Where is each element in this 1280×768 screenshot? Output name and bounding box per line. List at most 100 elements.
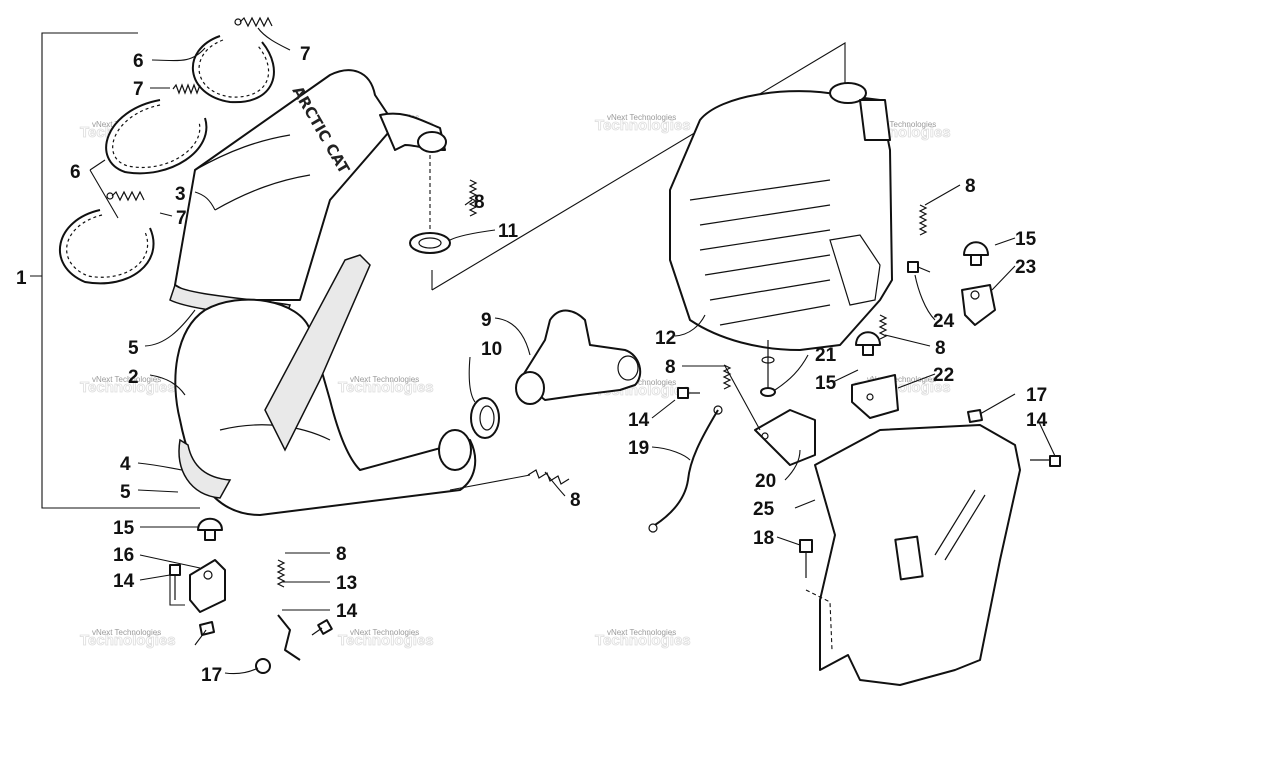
callout-21: 21 <box>815 345 837 366</box>
callout-19: 19 <box>628 438 649 459</box>
spring-8-right-mid <box>878 314 888 340</box>
callout-17-right: 17 <box>1026 385 1047 406</box>
watermark-front: vNext Technologies <box>867 375 936 384</box>
watermark-front: vNext Technologies <box>607 113 676 122</box>
callout-8-right-mid: 8 <box>935 338 946 359</box>
callout-2: 2 <box>128 367 139 388</box>
callout-17-left: 17 <box>201 665 222 686</box>
callout-7-top: 7 <box>300 44 311 65</box>
callout-16: 16 <box>113 545 134 566</box>
watermark-front: vNext Technologies <box>350 628 419 637</box>
callout-8-lower: 8 <box>570 490 581 511</box>
callout-13: 13 <box>336 573 357 594</box>
watermark: Technologies vNext Technologies <box>338 375 434 396</box>
callout-7-bottom: 7 <box>176 208 187 229</box>
callout-14-left: 14 <box>113 571 135 592</box>
bolt-18 <box>799 539 813 578</box>
watermark-front: vNext Technologies <box>350 375 419 384</box>
watermark-back: Technologies <box>595 632 691 649</box>
alignment-line <box>449 474 531 491</box>
callout-22: 22 <box>933 365 954 386</box>
grommet-15-lower <box>197 517 223 541</box>
muffler: ARCTIC CAT <box>169 69 477 516</box>
watermark-front: vNext Technologies <box>607 628 676 637</box>
spring-8-bottom <box>276 559 286 588</box>
callout-25: 25 <box>753 499 775 520</box>
callout-8-bottom: 8 <box>336 544 347 565</box>
bolt-14-right <box>1030 455 1061 467</box>
assembly-bracket <box>30 32 200 509</box>
clamp-band-middle <box>105 99 208 175</box>
alignment-line <box>805 589 833 651</box>
callout-4: 4 <box>120 454 131 475</box>
silencer-12 <box>669 82 893 351</box>
explosion-line <box>431 42 846 291</box>
washer-21 <box>760 387 776 397</box>
callout-15-mid: 15 <box>815 373 837 394</box>
watermark: Technologies vNext Technologies <box>595 628 691 649</box>
clamp-band-bottom <box>58 209 155 285</box>
grommet-11 <box>409 232 451 254</box>
watermark-back: Technologies <box>80 632 176 649</box>
callout-11: 11 <box>498 221 519 242</box>
spring-8-upper <box>468 179 478 217</box>
callout-23: 23 <box>1015 257 1036 278</box>
callout-20: 20 <box>755 471 776 492</box>
grommet-15-right-top <box>963 241 989 266</box>
bolt-14-lower <box>311 619 333 636</box>
bolt-14-left <box>169 564 181 600</box>
watermark: Technologies vNext Technologies <box>338 628 434 649</box>
callout-3: 3 <box>175 184 186 205</box>
callout-1: 1 <box>16 268 27 289</box>
watermark: Technologies vNext Technologies <box>595 113 691 134</box>
callout-9: 9 <box>481 310 492 331</box>
callout-8-upper: 8 <box>474 192 485 213</box>
callout-10: 10 <box>481 339 502 360</box>
standoff-21 <box>761 340 775 388</box>
watermark: Technologies vNext Technologies <box>80 375 176 396</box>
watermark-back: Technologies <box>338 379 434 396</box>
callout-15-right: 15 <box>1015 229 1037 250</box>
seal-ring-10 <box>470 397 500 439</box>
heat-shield-25 <box>814 424 1021 686</box>
callout-8-center: 8 <box>665 357 676 378</box>
bracket-16 <box>189 559 226 613</box>
nut-17-lower <box>255 658 271 674</box>
spring-7-bottom <box>106 190 145 202</box>
watermark-back: Technologies <box>338 632 434 649</box>
hanger-clip-13 <box>277 614 301 661</box>
y-pipe <box>515 309 642 405</box>
spring-7-middle <box>172 83 201 95</box>
bracket-22 <box>851 374 899 419</box>
nut-17-right <box>967 409 983 423</box>
watermark-back: Technologies <box>595 117 691 134</box>
callout-7-middle: 7 <box>133 79 144 100</box>
spring-8-right-upper <box>918 204 928 236</box>
watermark-front: vNext Technologies <box>607 378 676 387</box>
watermark-front: vNext Technologies <box>867 120 936 129</box>
nut-17-left <box>199 621 215 636</box>
bolt-24 <box>907 261 931 273</box>
leader-lines <box>89 27 1056 675</box>
callout-12: 12 <box>655 328 676 349</box>
callout-8-right-upper: 8 <box>965 176 976 197</box>
callout-14-lower: 14 <box>336 601 358 622</box>
callout-14-center: 14 <box>628 410 650 431</box>
callout-5-upper: 5 <box>128 338 139 359</box>
spring-8-center <box>722 364 732 390</box>
bolt-14-center <box>677 387 700 399</box>
callout-24: 24 <box>933 311 955 332</box>
watermark-back: Technologies <box>80 379 176 396</box>
callouts: 1 2 3 4 5 5 6 6 7 7 7 8 8 8 8 8 8 9 10 1… <box>16 44 1048 686</box>
watermark: Technologies vNext Technologies <box>80 628 176 649</box>
callout-18: 18 <box>753 528 774 549</box>
bracket-20 <box>754 409 816 466</box>
clamp-band-top <box>192 35 275 104</box>
bracket-23 <box>961 284 996 326</box>
spring-7-top <box>234 16 273 28</box>
callout-5-lower: 5 <box>120 482 131 503</box>
watermark-front: vNext Technologies <box>92 375 161 384</box>
grommet-15-right-mid <box>855 331 881 356</box>
callout-15-left: 15 <box>113 518 135 539</box>
